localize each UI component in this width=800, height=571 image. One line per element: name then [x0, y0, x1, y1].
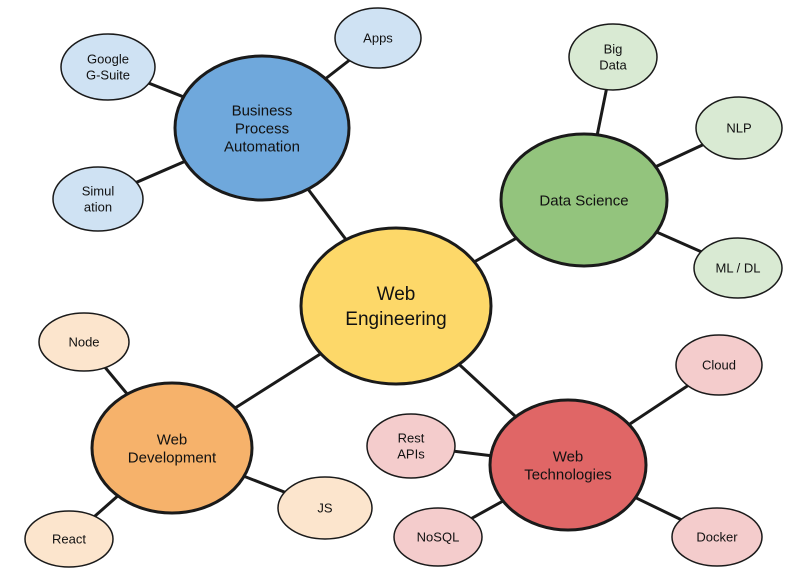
topic-node-data-science-shape: [499, 132, 669, 268]
leaf-node-node: Node: [38, 312, 130, 372]
leaf-node-simulation-shape: [52, 166, 144, 232]
leaf-node-ml-dl-label: ML / DL: [715, 261, 760, 276]
central-node-web-engineering-label: Engineering: [345, 309, 446, 330]
leaf-node-rest-apis-label: APIs: [397, 447, 425, 462]
leaf-node-ml-dl-shape: [693, 237, 783, 299]
topic-node-business-process-automation-label: Business: [232, 102, 293, 119]
leaf-node-node-label: Node: [68, 335, 99, 350]
leaf-node-react-label: React: [52, 532, 86, 547]
leaf-node-ml-dl: ML / DL: [693, 237, 783, 299]
leaf-node-nlp-label: NLP: [726, 121, 751, 136]
leaf-node-js-label: JS: [317, 501, 333, 516]
central-node-web-engineering-shape: [299, 226, 493, 386]
leaf-node-rest-apis-label: Rest: [398, 431, 425, 446]
topic-node-web-development-label: Development: [128, 449, 217, 466]
topic-node-web-technologies-label: Web: [553, 448, 584, 465]
leaf-node-docker: Docker: [671, 507, 763, 567]
topic-node-business-process-automation-shape: [173, 54, 351, 202]
leaf-node-big-data-label: Big: [604, 42, 623, 57]
central-node-web-engineering-label: Web: [377, 284, 416, 305]
topic-node-web-development-shape: [90, 381, 254, 515]
leaf-node-js-shape: [277, 476, 373, 540]
leaf-node-js: JS: [277, 476, 373, 540]
leaf-node-nlp-shape: [695, 96, 783, 160]
topic-node-web-technologies-shape: [488, 398, 648, 532]
leaf-node-react-shape: [24, 510, 114, 568]
leaf-node-google-g-suite-label: Google: [87, 52, 129, 67]
topic-node-data-science-label: Data Science: [539, 192, 628, 209]
leaf-node-google-g-suite-shape: [60, 33, 156, 101]
leaf-node-rest-apis-shape: [366, 413, 456, 479]
leaf-node-nlp: NLP: [695, 96, 783, 160]
leaf-node-apps-shape: [334, 7, 422, 69]
leaf-node-react: React: [24, 510, 114, 568]
mind-map-nodes: WebEngineeringBusinessProcessAutomationA…: [24, 7, 783, 568]
leaf-node-big-data-label: Data: [599, 58, 627, 73]
leaf-node-docker-label: Docker: [696, 530, 738, 545]
topic-node-data-science: Data Science: [499, 132, 669, 268]
topic-node-business-process-automation-label: Automation: [224, 138, 300, 155]
leaf-node-cloud: Cloud: [675, 334, 763, 396]
leaf-node-docker-shape: [671, 507, 763, 567]
leaf-node-node-shape: [38, 312, 130, 372]
leaf-node-simulation-label: Simul: [82, 184, 115, 199]
leaf-node-nosql: NoSQL: [393, 507, 483, 567]
leaf-node-cloud-shape: [675, 334, 763, 396]
leaf-node-big-data-shape: [568, 23, 658, 91]
topic-node-web-technologies-label: Technologies: [524, 466, 612, 483]
leaf-node-cloud-label: Cloud: [702, 358, 736, 373]
leaf-node-google-g-suite-label: G-Suite: [86, 68, 130, 83]
leaf-node-apps: Apps: [334, 7, 422, 69]
leaf-node-nosql-shape: [393, 507, 483, 567]
leaf-node-apps-label: Apps: [363, 31, 393, 46]
topic-node-web-development-label: Web: [157, 431, 188, 448]
topic-node-business-process-automation-label: Process: [235, 120, 289, 137]
leaf-node-nosql-label: NoSQL: [417, 530, 460, 545]
leaf-node-simulation-label: ation: [84, 200, 112, 215]
